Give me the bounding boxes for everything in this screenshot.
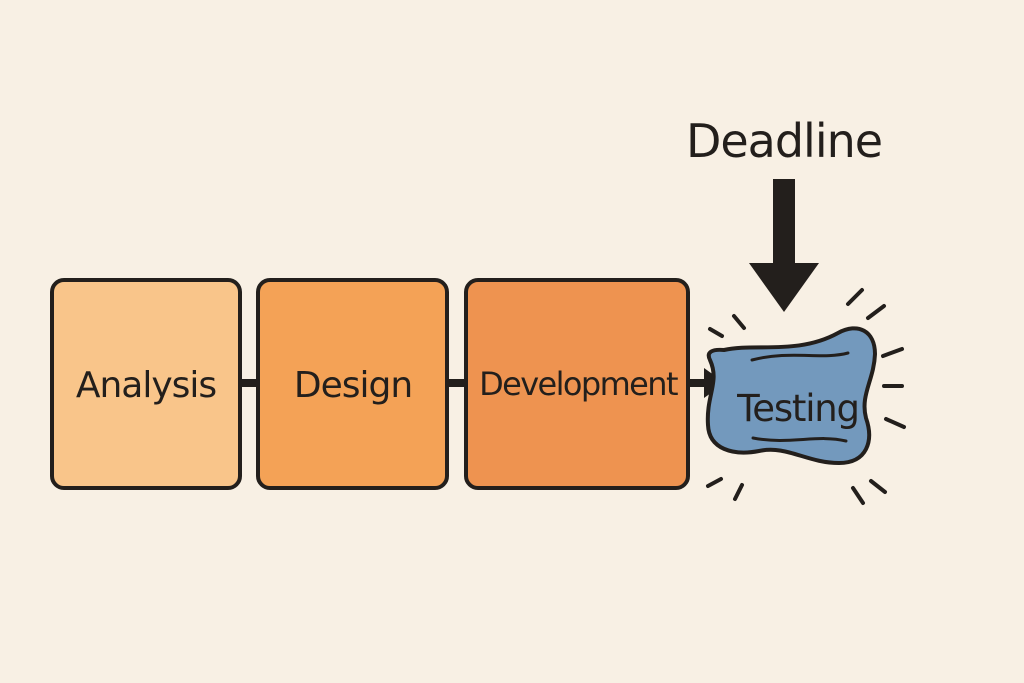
stage-design: Design bbox=[256, 278, 449, 490]
stage-box-analysis bbox=[50, 278, 242, 490]
stage-analysis: Analysis bbox=[50, 278, 242, 490]
testing-crease-top bbox=[750, 351, 850, 362]
deadline-label: Deadline bbox=[686, 114, 882, 168]
stage-label-development: Development bbox=[479, 365, 678, 403]
stage-testing: Testing bbox=[705, 326, 877, 465]
stage-label-testing: Testing bbox=[736, 387, 859, 430]
stage-development: Development bbox=[464, 278, 690, 490]
stage-box-development bbox=[464, 278, 690, 490]
stage-label-design: Design bbox=[294, 365, 412, 406]
stage-label-analysis: Analysis bbox=[76, 365, 216, 406]
testing-blob bbox=[705, 326, 877, 465]
testing-crease-bottom bbox=[751, 436, 848, 443]
stage-box-design bbox=[256, 278, 449, 490]
deadline-arrow-icon bbox=[749, 179, 819, 312]
impact-marks-icon bbox=[706, 288, 906, 505]
